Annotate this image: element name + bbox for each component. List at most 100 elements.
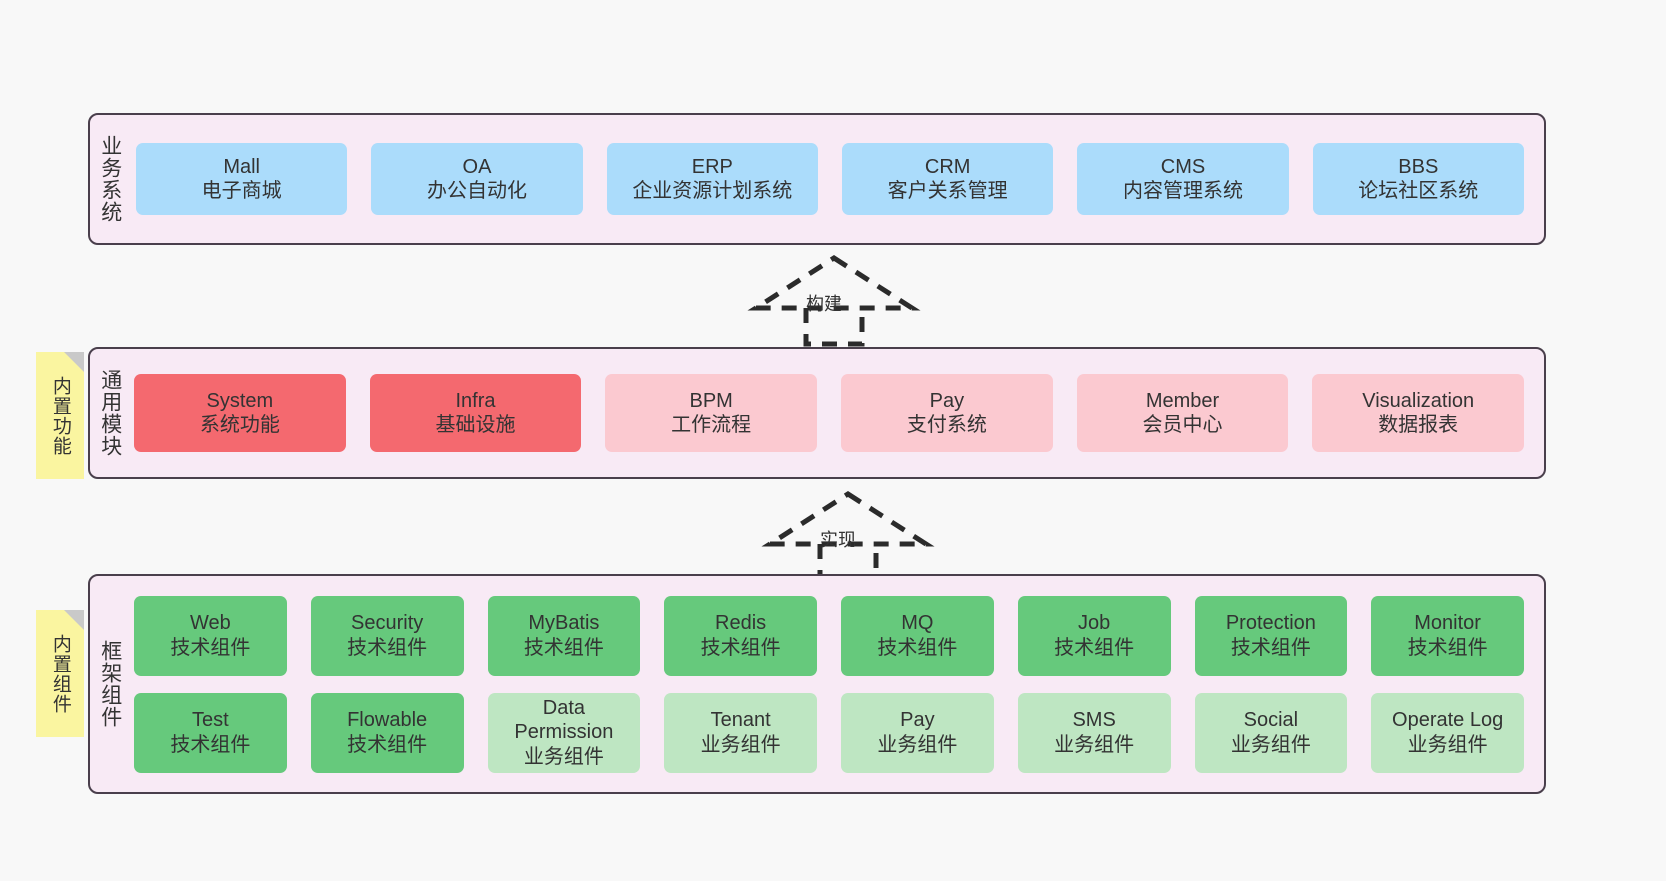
node-pay-module-name: Pay (929, 389, 965, 412)
node-pay-component-desc: 业务组件 (877, 733, 958, 756)
node-oa-desc: 办公自动化 (426, 180, 527, 202)
connector-implement-label: 实现 (820, 530, 856, 550)
node-job-desc: 技术组件 (1054, 636, 1135, 659)
node-infra-desc: 基础设施 (435, 414, 516, 436)
node-infra[interactable]: Infra 基础设施 (369, 374, 582, 452)
node-test[interactable]: Test 技术组件 (134, 692, 287, 773)
node-mq-name: MQ (901, 612, 934, 635)
layer-framework-label: 框架组件 (98, 640, 122, 728)
node-pay-module-desc: 支付系统 (906, 414, 987, 436)
layer-business-systems: 业务系统 Mall 电子商城 OA 办公自动化 ERP 企业资源计划系统 CRM… (88, 113, 1546, 245)
node-cms-name: CMS (1160, 155, 1206, 178)
node-operate-log[interactable]: Operate Log 业务组件 (1371, 692, 1524, 773)
connector-implement: 实现 (758, 488, 938, 584)
business-row: Mall 电子商城 OA 办公自动化 ERP 企业资源计划系统 CRM 客户关系… (136, 143, 1524, 215)
node-oa[interactable]: OA 办公自动化 (371, 143, 583, 215)
node-pay-component[interactable]: Pay 业务组件 (841, 692, 994, 773)
node-social-name: Social (1243, 709, 1299, 732)
node-security-desc: 技术组件 (347, 636, 428, 659)
node-bpm-desc: 工作流程 (671, 414, 752, 436)
node-data-permission[interactable]: Data Permission 业务组件 (487, 692, 641, 773)
sticky-note-builtin-components-text: 内置组件 (49, 633, 71, 714)
node-web-name: Web (189, 612, 231, 635)
node-mybatis[interactable]: MyBatis 技术组件 (487, 595, 641, 676)
node-job-name: Job (1078, 612, 1111, 635)
node-social[interactable]: Social 业务组件 (1194, 692, 1348, 773)
layer-framework-body: Web 技术组件 Security 技术组件 MyBatis 技术组件 Redi… (130, 576, 1544, 792)
node-protection-name: Protection (1225, 612, 1316, 635)
node-bbs-name: BBS (1398, 155, 1439, 178)
node-redis-name: Redis (715, 612, 767, 635)
node-redis[interactable]: Redis 技术组件 (664, 595, 817, 676)
node-sms[interactable]: SMS 业务组件 (1017, 692, 1171, 773)
node-system[interactable]: System 系统功能 (134, 374, 346, 452)
sticky-fold-corner-icon (64, 352, 84, 372)
layer-modules-label: 通用模块 (98, 369, 122, 457)
node-sms-name: SMS (1072, 709, 1116, 732)
node-system-desc: 系统功能 (199, 414, 280, 436)
node-security-name: Security (351, 612, 424, 635)
node-bpm[interactable]: BPM 工作流程 (605, 374, 818, 452)
node-bpm-name: BPM (689, 389, 733, 412)
node-data-permission-desc: 业务组件 (523, 745, 604, 768)
node-mall-desc: 电子商城 (201, 180, 282, 202)
layer-framework-components: 框架组件 Web 技术组件 Security 技术组件 MyBatis 技术组件… (88, 574, 1546, 794)
node-crm[interactable]: CRM 客户关系管理 (841, 143, 1054, 215)
node-mq[interactable]: MQ 技术组件 (841, 595, 994, 676)
connector-build: 构建 (744, 252, 924, 348)
node-test-desc: 技术组件 (170, 733, 251, 756)
node-pay-module[interactable]: Pay 支付系统 (841, 374, 1053, 452)
node-social-desc: 业务组件 (1230, 733, 1311, 756)
node-protection[interactable]: Protection 技术组件 (1194, 595, 1348, 676)
node-mall[interactable]: Mall 电子商城 (136, 143, 348, 215)
layer-business-body: Mall 电子商城 OA 办公自动化 ERP 企业资源计划系统 CRM 客户关系… (130, 115, 1544, 243)
layer-common-modules: 通用模块 System 系统功能 Infra 基础设施 BPM 工作流程 Pay… (88, 347, 1546, 479)
modules-row: System 系统功能 Infra 基础设施 BPM 工作流程 Pay 支付系统… (134, 374, 1525, 452)
node-pay-component-name: Pay (900, 709, 935, 732)
sticky-fold-corner-icon (64, 610, 84, 630)
node-data-permission-name: Data Permission (514, 696, 614, 744)
connector-build-arrow-icon (747, 255, 921, 347)
node-protection-desc: 技术组件 (1230, 636, 1311, 659)
node-mybatis-desc: 技术组件 (523, 636, 604, 659)
node-flowable-name: Flowable (347, 709, 428, 732)
sticky-note-builtin-features: 内置功能 (36, 352, 84, 479)
node-monitor[interactable]: Monitor 技术组件 (1371, 595, 1524, 676)
node-member[interactable]: Member 会员中心 (1076, 374, 1289, 452)
node-web-desc: 技术组件 (170, 636, 251, 659)
node-operate-log-name: Operate Log (1392, 709, 1504, 732)
node-bbs[interactable]: BBS 论坛社区系统 (1312, 143, 1524, 215)
node-erp-desc: 企业资源计划系统 (632, 180, 793, 202)
node-tenant-name: Tenant (710, 709, 771, 732)
node-redis-desc: 技术组件 (700, 636, 781, 659)
connector-build-label: 构建 (806, 294, 842, 314)
node-flowable[interactable]: Flowable 技术组件 (310, 692, 464, 773)
node-job[interactable]: Job 技术组件 (1017, 595, 1171, 676)
sticky-note-builtin-components: 内置组件 (36, 610, 84, 737)
node-visualization-desc: 数据报表 (1378, 414, 1459, 436)
layer-modules-body: System 系统功能 Infra 基础设施 BPM 工作流程 Pay 支付系统… (130, 349, 1544, 477)
node-visualization-name: Visualization (1362, 389, 1475, 412)
node-erp[interactable]: ERP 企业资源计划系统 (606, 143, 818, 215)
node-crm-desc: 客户关系管理 (887, 180, 1008, 202)
node-test-name: Test (192, 709, 229, 732)
node-visualization[interactable]: Visualization 数据报表 (1312, 374, 1525, 452)
node-infra-name: Infra (455, 389, 496, 412)
node-flowable-desc: 技术组件 (347, 733, 428, 756)
node-sms-desc: 业务组件 (1054, 733, 1135, 756)
node-mq-desc: 技术组件 (877, 636, 958, 659)
node-erp-name: ERP (691, 155, 733, 178)
node-mall-name: Mall (223, 155, 260, 178)
node-mybatis-name: MyBatis (528, 612, 600, 635)
node-cms[interactable]: CMS 内容管理系统 (1077, 143, 1289, 215)
node-tenant-desc: 业务组件 (700, 733, 781, 756)
node-member-desc: 会员中心 (1142, 414, 1223, 436)
node-web[interactable]: Web 技术组件 (134, 595, 287, 676)
node-member-name: Member (1145, 389, 1220, 412)
node-operate-log-desc: 业务组件 (1407, 733, 1488, 756)
node-oa-name: OA (462, 155, 492, 178)
sticky-note-builtin-features-text: 内置功能 (49, 375, 71, 456)
node-security[interactable]: Security 技术组件 (310, 595, 464, 676)
node-tenant[interactable]: Tenant 业务组件 (664, 692, 817, 773)
